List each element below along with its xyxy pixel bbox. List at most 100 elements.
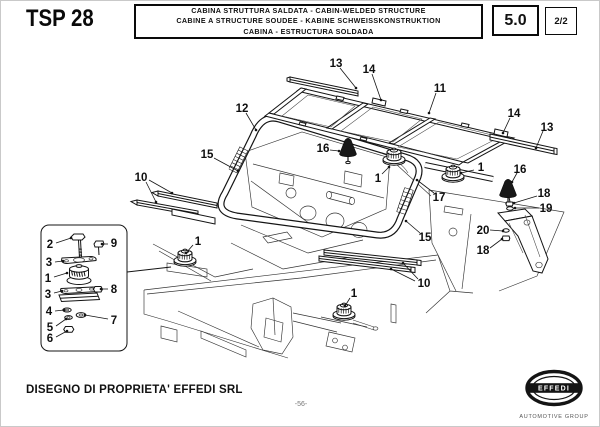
leader-dot xyxy=(404,219,408,223)
property-notice: DISEGNO DI PROPRIETA' EFFEDI SRL xyxy=(26,384,243,396)
callout-15: 15 xyxy=(419,232,432,244)
callout-1: 1 xyxy=(375,173,382,185)
leader-line xyxy=(390,268,416,282)
leader-line xyxy=(55,237,72,244)
leader-line xyxy=(54,260,64,263)
callout-18: 18 xyxy=(477,245,490,257)
callout-5: 5 xyxy=(47,322,54,334)
callout-16: 16 xyxy=(317,143,330,155)
leader-dot xyxy=(459,171,463,175)
callout-3: 3 xyxy=(45,289,51,301)
leader-dot xyxy=(254,128,258,132)
leader-dot xyxy=(354,86,358,90)
leader-dot xyxy=(415,178,419,182)
leader-line xyxy=(428,92,437,114)
reinforcement-hatch-right xyxy=(396,187,414,215)
leader-dot xyxy=(236,169,240,173)
callout-10: 10 xyxy=(418,278,431,290)
leader-line xyxy=(489,238,503,249)
leader-dot xyxy=(69,236,73,240)
sheet-number-box: 2/2 xyxy=(545,7,577,35)
callout-13: 13 xyxy=(541,122,554,134)
leader-dot xyxy=(99,287,103,291)
leader-dot xyxy=(510,180,514,184)
callout-9: 9 xyxy=(111,238,117,250)
roof-frame xyxy=(263,76,558,166)
leader-dot xyxy=(512,201,516,205)
leader-line xyxy=(405,220,421,234)
callout-11: 11 xyxy=(434,83,447,95)
leader-line xyxy=(339,67,357,89)
leader-line xyxy=(513,195,538,204)
leader-line xyxy=(344,297,351,307)
leader-dot xyxy=(170,191,174,195)
leader-dot xyxy=(534,146,538,150)
callout-6: 6 xyxy=(47,333,53,345)
title-line-es: CABINA - ESTRUCTURA SOLDADA xyxy=(243,26,374,36)
leader-dot xyxy=(83,313,87,317)
leader-dot xyxy=(337,149,341,153)
callout-3: 3 xyxy=(46,257,52,269)
callout-18: 18 xyxy=(538,188,551,200)
leader-line xyxy=(55,318,67,327)
logo-brand-text: EFFEDI xyxy=(538,386,570,393)
callout-1: 1 xyxy=(478,162,485,174)
leader-line xyxy=(145,181,157,203)
leader-dot xyxy=(100,242,104,246)
callout-20: 20 xyxy=(477,225,490,237)
leader-dot xyxy=(513,206,517,210)
right-bracket-assembly xyxy=(497,196,549,274)
effedi-logo: EFFEDI AUTOMOTIVE GROUP xyxy=(512,369,596,420)
leader-line xyxy=(148,179,173,194)
leader-line xyxy=(54,309,65,312)
title-line-it-en: CABINA STRUTTURA SALDATA - CABIN-WELDED … xyxy=(191,5,426,15)
cone-bumper-right xyxy=(498,178,518,206)
cab-tube-ring xyxy=(217,114,423,239)
leader-line xyxy=(511,172,518,183)
callout-8: 8 xyxy=(111,284,118,296)
nut-6 xyxy=(63,326,75,333)
leader-line xyxy=(416,179,435,194)
leader-line xyxy=(55,330,68,338)
bolt-9 xyxy=(93,240,105,256)
leader-dot xyxy=(65,329,69,333)
callout-1: 1 xyxy=(351,288,358,300)
leader-line xyxy=(185,244,194,254)
leader-line xyxy=(371,73,382,101)
floor-rails xyxy=(129,190,422,274)
leader-line xyxy=(53,272,68,278)
page-number: -56- xyxy=(294,401,308,408)
leader-dot xyxy=(379,98,383,102)
callout-19: 19 xyxy=(540,203,553,215)
callout-7: 7 xyxy=(111,315,117,327)
leader-dot xyxy=(389,267,393,271)
mount-front-left xyxy=(173,248,197,267)
rubber-mount-1-exploded xyxy=(66,264,92,285)
section-number-box: 5.0 xyxy=(492,5,539,36)
leader-dot xyxy=(500,237,504,241)
callout-14: 14 xyxy=(363,64,376,76)
leader-dot xyxy=(61,259,65,263)
callout-15: 15 xyxy=(201,149,214,161)
leader-line xyxy=(213,157,239,172)
leader-dot xyxy=(62,308,66,312)
model-code: TSP 28 xyxy=(26,5,94,32)
leader-dot xyxy=(501,229,505,233)
leader-line xyxy=(460,169,475,174)
effedi-logo-icon: EFFEDI xyxy=(525,369,583,407)
mount-detail-inset xyxy=(40,224,172,352)
title-box: CABINA STRUTTURA SALDATA - CABIN-WELDED … xyxy=(134,4,483,39)
leader-line xyxy=(535,130,544,149)
callout-14: 14 xyxy=(508,108,521,120)
leader-dot xyxy=(60,289,64,293)
leader-dot xyxy=(65,271,69,275)
leader-dot xyxy=(427,111,431,115)
callout-17: 17 xyxy=(433,192,446,204)
leader-dot xyxy=(343,304,347,308)
callout-10: 10 xyxy=(135,172,148,184)
leader-dot xyxy=(64,317,68,321)
callout-1: 1 xyxy=(195,236,202,248)
